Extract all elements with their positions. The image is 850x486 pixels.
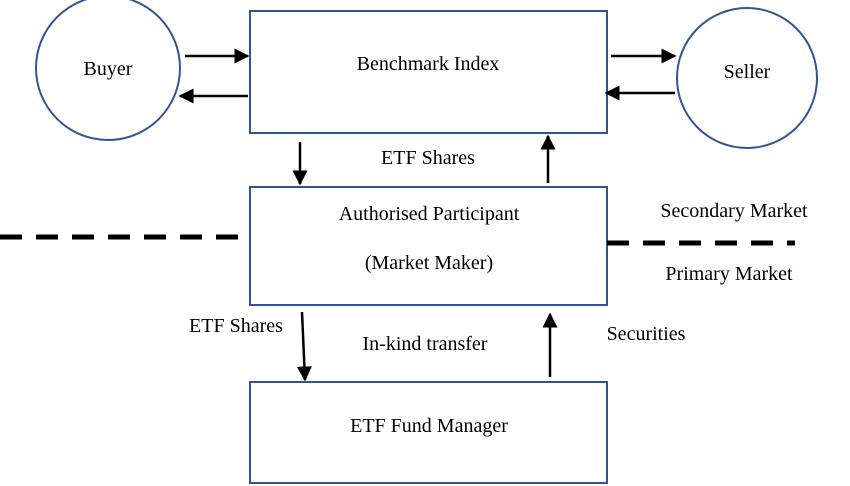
buyer-circle (35, 0, 181, 141)
authorised-participant-label: Authorised Participant (339, 203, 520, 225)
seller-label: Seller (724, 61, 771, 83)
ap-to-fund-manager-arrow (296, 311, 312, 382)
buyer-node: Buyer (35, 0, 181, 141)
authorised-participant-box (249, 186, 608, 306)
market-maker-label: (Market Maker) (365, 252, 493, 274)
authorised-participant-node: Authorised Participant (Market Maker) (249, 186, 608, 306)
in-kind-transfer-label: In-kind transfer (363, 333, 488, 355)
primary-market-label: Primary Market (665, 263, 793, 285)
seller-circle (676, 7, 818, 149)
etf-fund-manager-node: ETF Fund Manager (249, 381, 608, 484)
seller-node: Seller (676, 7, 818, 149)
etf-shares-upper-label: ETF Shares (381, 147, 475, 169)
etf-fund-manager-label: ETF Fund Manager (350, 415, 508, 437)
buyer-label: Buyer (84, 58, 133, 80)
benchmark-index-node: Benchmark Index (249, 10, 608, 134)
securities-label: Securities (607, 323, 686, 345)
secondary-market-label: Secondary Market (660, 200, 808, 222)
etf-shares-lower-label: ETF Shares (189, 315, 283, 337)
etf-fund-manager-box (249, 381, 608, 484)
benchmark-index-box (249, 10, 608, 134)
benchmark-index-label: Benchmark Index (357, 53, 500, 75)
